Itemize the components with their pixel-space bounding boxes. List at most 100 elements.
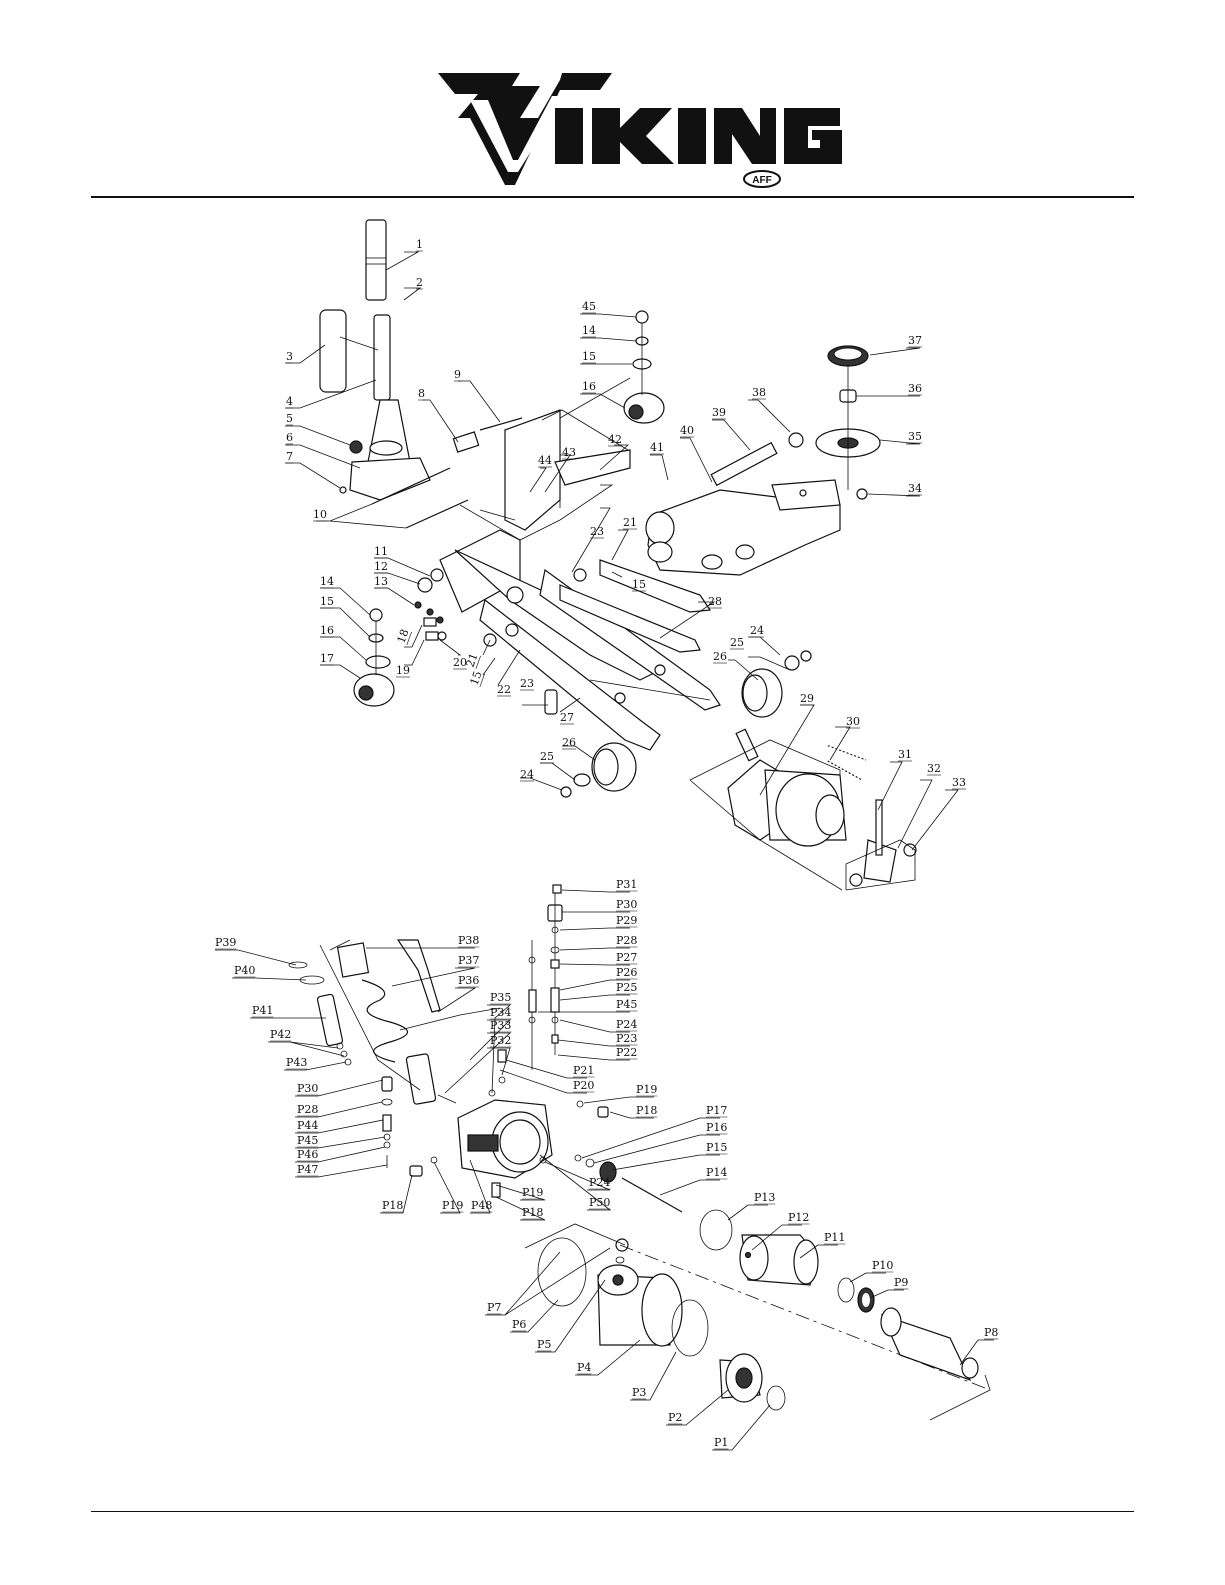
callout-23b: 23 (590, 525, 604, 538)
callout-P24b: P24 (589, 1176, 610, 1189)
callout-27: 27 (560, 711, 574, 724)
callout-P4: P4 (577, 1361, 591, 1374)
callout-P17: P17 (706, 1104, 727, 1117)
callout-16: 16 (320, 624, 334, 637)
callout-P30: P30 (616, 898, 637, 911)
callout-41: 41 (650, 441, 664, 454)
callout-P29: P29 (616, 914, 637, 927)
callout-underline (406, 631, 412, 646)
callouts-pump: P31 P30 P29 P28 P27 P26 P25 P45 P24 P23 … (215, 878, 999, 1450)
callout-3: 3 (286, 350, 293, 363)
callout-P45b: P45 (297, 1134, 318, 1147)
callout-P23: P23 (616, 1032, 637, 1045)
viking-logo: AFF (438, 73, 842, 188)
callout-28: 28 (708, 595, 722, 608)
callout-P18c: P18 (522, 1206, 543, 1219)
callout-5: 5 (286, 412, 293, 425)
handle-assembly (319, 219, 523, 501)
callout-P24: P24 (616, 1018, 637, 1031)
callout-P18: P18 (636, 1104, 657, 1117)
callout-15c: 14 (582, 324, 596, 337)
callout-P3: P3 (632, 1386, 646, 1399)
callout-10: 10 (313, 508, 327, 521)
callout-42: 42 (608, 433, 622, 446)
callout-P40: P40 (234, 964, 255, 977)
frame (439, 529, 721, 751)
callout-P21: P21 (573, 1064, 594, 1077)
callout-35: 35 (908, 430, 922, 443)
callouts-jack: 1 2 3 4 5 6 7 8 9 10 11 12 13 14 15 16 1… (286, 238, 966, 790)
callout-7: 7 (286, 450, 293, 463)
callout-P13: P13 (754, 1191, 775, 1204)
callout-15b: 15 (632, 578, 646, 591)
callout-P10: P10 (872, 1259, 893, 1272)
callout-underline (479, 673, 485, 688)
callout-8: 8 (418, 387, 425, 400)
callout-P28b: P28 (297, 1103, 318, 1116)
callout-P37: P37 (458, 954, 479, 967)
callout-1: 1 (416, 238, 423, 251)
callout-30: 30 (846, 715, 860, 728)
callout-32: 32 (927, 762, 941, 775)
callout-P45: P45 (616, 998, 637, 1011)
exploded-parts-diagram: 1 2 3 4 5 6 7 8 9 10 11 12 13 14 15 16 1… (0, 200, 1225, 1510)
callout-P5: P5 (537, 1338, 551, 1351)
parts-drawing: 1 2 3 4 5 6 7 8 9 10 11 12 13 14 15 16 1… (215, 219, 999, 1451)
callout-40: 40 (680, 424, 694, 437)
callout-P42: P42 (270, 1028, 291, 1041)
callout-11: 11 (374, 545, 388, 558)
callout-24a: 24 (520, 768, 534, 781)
callout-25b: 25 (730, 636, 744, 649)
callout-37: 37 (908, 334, 922, 347)
callout-14: 14 (320, 575, 334, 588)
callout-P11: P11 (824, 1231, 845, 1244)
callout-18: 18 (395, 627, 412, 645)
callout-23a: 23 (520, 677, 534, 690)
callout-P50: P50 (589, 1196, 610, 1209)
callout-P6: P6 (512, 1318, 526, 1331)
callout-P2: P2 (668, 1411, 682, 1424)
callout-4: 4 (286, 395, 293, 408)
callout-21a: 21 (464, 651, 481, 669)
callout-20: 20 (453, 656, 467, 669)
callout-36: 36 (908, 382, 922, 395)
callout-P48: P48 (471, 1199, 492, 1212)
callout-21b: 21 (623, 516, 637, 529)
callout-P19c: P19 (522, 1186, 543, 1199)
callout-P41: P41 (252, 1004, 273, 1017)
callout-31: 31 (898, 748, 912, 761)
callout-P9: P9 (894, 1276, 908, 1289)
callout-38: 38 (752, 386, 766, 399)
callout-P25: P25 (616, 981, 637, 994)
callout-P36: P36 (458, 974, 479, 987)
callout-P32: P32 (490, 1034, 511, 1047)
callout-26b: 26 (713, 650, 727, 663)
callout-14b: 45 (582, 300, 596, 313)
callout-P15: P15 (706, 1141, 727, 1154)
callout-39: 39 (712, 406, 726, 419)
callout-P8: P8 (984, 1326, 998, 1339)
lift-arm (645, 441, 841, 576)
callout-17: 17 (320, 652, 334, 665)
callout-15a: 15 (468, 669, 485, 687)
callout-17b: 16 (582, 380, 596, 393)
callout-P27: P27 (616, 951, 637, 964)
callout-26a: 26 (562, 736, 576, 749)
callout-P47: P47 (297, 1163, 318, 1176)
callout-44: 43 (562, 446, 576, 459)
callout-13: 13 (374, 575, 388, 588)
callout-24b: 24 (750, 624, 764, 637)
callout-P30b: P30 (297, 1082, 318, 1095)
callout-45: 44 (538, 454, 552, 467)
callout-P31: P31 (616, 878, 637, 891)
callout-P18b: P18 (382, 1199, 403, 1212)
callout-6: 6 (286, 431, 293, 444)
callout-P28: P28 (616, 934, 637, 947)
bottom-rule (91, 1511, 1134, 1512)
callout-P26: P26 (616, 966, 637, 979)
brand-badge: AFF (752, 175, 771, 186)
callout-P12: P12 (788, 1211, 809, 1224)
callout-19: 19 (396, 664, 410, 677)
callout-29: 29 (800, 692, 814, 705)
callout-15: 15 (320, 595, 334, 608)
